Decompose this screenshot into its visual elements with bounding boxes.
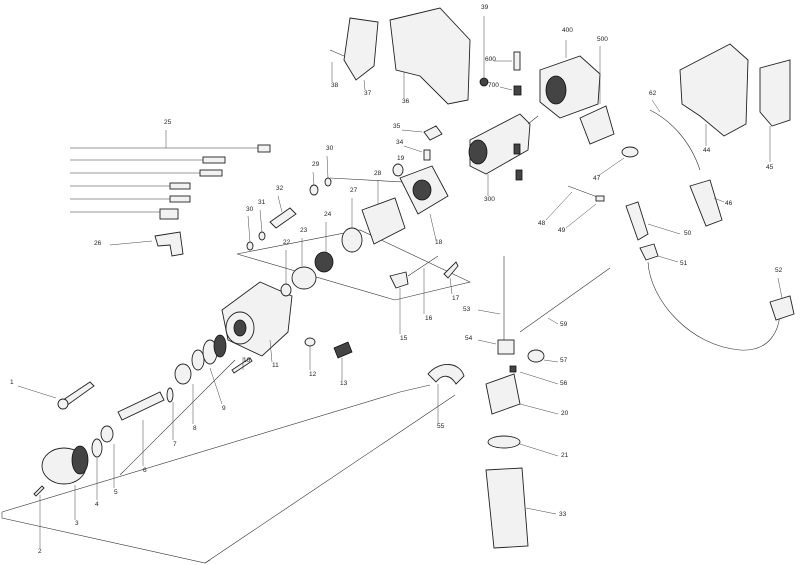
callout-57: 57 [560, 357, 568, 364]
callout-3: 3 [75, 520, 79, 527]
callout-21: 21 [561, 452, 569, 459]
part-500-switch [579, 46, 615, 145]
callout-50: 50 [684, 230, 692, 237]
callout-38: 38 [331, 82, 339, 89]
wire-harness-group [70, 130, 271, 220]
callout-25: 25 [164, 119, 172, 126]
part-11-gear-housing [221, 281, 293, 374]
part-3-chuck [33, 445, 89, 548]
callout-52: 52 [775, 267, 783, 274]
callout-13: 13 [340, 380, 348, 387]
callout-300: 300 [484, 196, 495, 203]
callout-16: 16 [425, 315, 433, 322]
callout-59: 59 [560, 321, 568, 328]
callout-15: 15 [400, 335, 408, 342]
callout-27: 27 [350, 187, 358, 194]
callout-12: 12 [309, 371, 317, 378]
callout-32: 32 [276, 185, 284, 192]
callout-49: 49 [558, 227, 566, 234]
assembly-guide-lines [1, 177, 471, 564]
callout-11: 11 [272, 362, 279, 369]
cable-46-62 [649, 99, 725, 227]
callout-35: 35 [393, 123, 401, 130]
callout-10: 10 [243, 357, 251, 364]
power-cord-50-51-52 [625, 201, 795, 351]
callout-34: 34 [396, 139, 404, 146]
callout-5: 5 [114, 489, 118, 496]
callout-30b: 30 [326, 145, 334, 152]
part-300-armature [401, 113, 539, 196]
parts-47-48-49 [545, 146, 639, 229]
callout-29: 29 [312, 161, 320, 168]
callout-47: 47 [593, 175, 601, 182]
callout-600: 600 [485, 56, 496, 63]
callout-55: 55 [437, 423, 445, 430]
callout-2: 2 [38, 548, 42, 555]
callout-33: 33 [559, 511, 567, 518]
parts-15-16-17 [389, 255, 459, 334]
part-9-gear-stack [191, 334, 227, 405]
parts-12-13 [304, 337, 353, 380]
callout-18: 18 [435, 239, 443, 246]
parts-54-56-57 [477, 339, 559, 385]
part-400-stator [539, 40, 601, 119]
callout-1: 1 [10, 379, 14, 386]
callout-53: 53 [463, 306, 471, 313]
callout-8: 8 [193, 425, 197, 432]
handle-shells-44-45 [679, 43, 791, 162]
callout-28: 28 [374, 170, 382, 177]
callout-56: 56 [560, 380, 568, 387]
callout-4: 4 [95, 501, 99, 508]
callout-500: 500 [597, 36, 608, 43]
callout-22: 22 [283, 239, 291, 246]
depth-rods-53-59 [477, 256, 611, 340]
callout-39: 39 [481, 4, 489, 11]
callout-62: 62 [649, 90, 657, 97]
callout-31: 31 [258, 199, 266, 206]
rear-housing-group [329, 7, 471, 105]
callout-9: 9 [222, 405, 226, 412]
callout-36: 36 [402, 98, 410, 105]
callout-400: 400 [562, 27, 573, 34]
parts-29-32 [246, 155, 332, 251]
callout-46: 46 [725, 200, 733, 207]
callout-26: 26 [94, 240, 102, 247]
parts-22-23-24 [280, 222, 334, 297]
callout-23: 23 [300, 227, 308, 234]
callout-48: 48 [538, 220, 546, 227]
callout-30: 30 [246, 206, 254, 213]
callout-20: 20 [561, 410, 569, 417]
callout-24: 24 [324, 211, 332, 218]
front-spindle-parts [91, 363, 194, 500]
callout-54: 54 [465, 335, 473, 342]
callout-37: 37 [364, 90, 372, 97]
part-26-bracket [109, 231, 184, 257]
callout-labels: 1 2 3 4 5 6 7 8 9 10 11 12 13 15 16 17 1… [10, 4, 783, 555]
part-1-chuck-key [17, 381, 95, 410]
callout-6: 6 [143, 467, 147, 474]
side-handle-grip-21-33 [485, 435, 559, 549]
callout-45: 45 [766, 164, 774, 171]
callout-19: 19 [397, 155, 405, 162]
callout-700: 700 [488, 82, 499, 89]
callout-44: 44 [703, 147, 711, 154]
callout-51: 51 [680, 260, 688, 267]
side-handle-clamp-55-20 [427, 364, 559, 424]
parts-39-600-700 [479, 16, 522, 96]
callout-7: 7 [173, 441, 177, 448]
callout-17: 17 [452, 295, 460, 302]
motor-end-plate-group [341, 163, 449, 253]
